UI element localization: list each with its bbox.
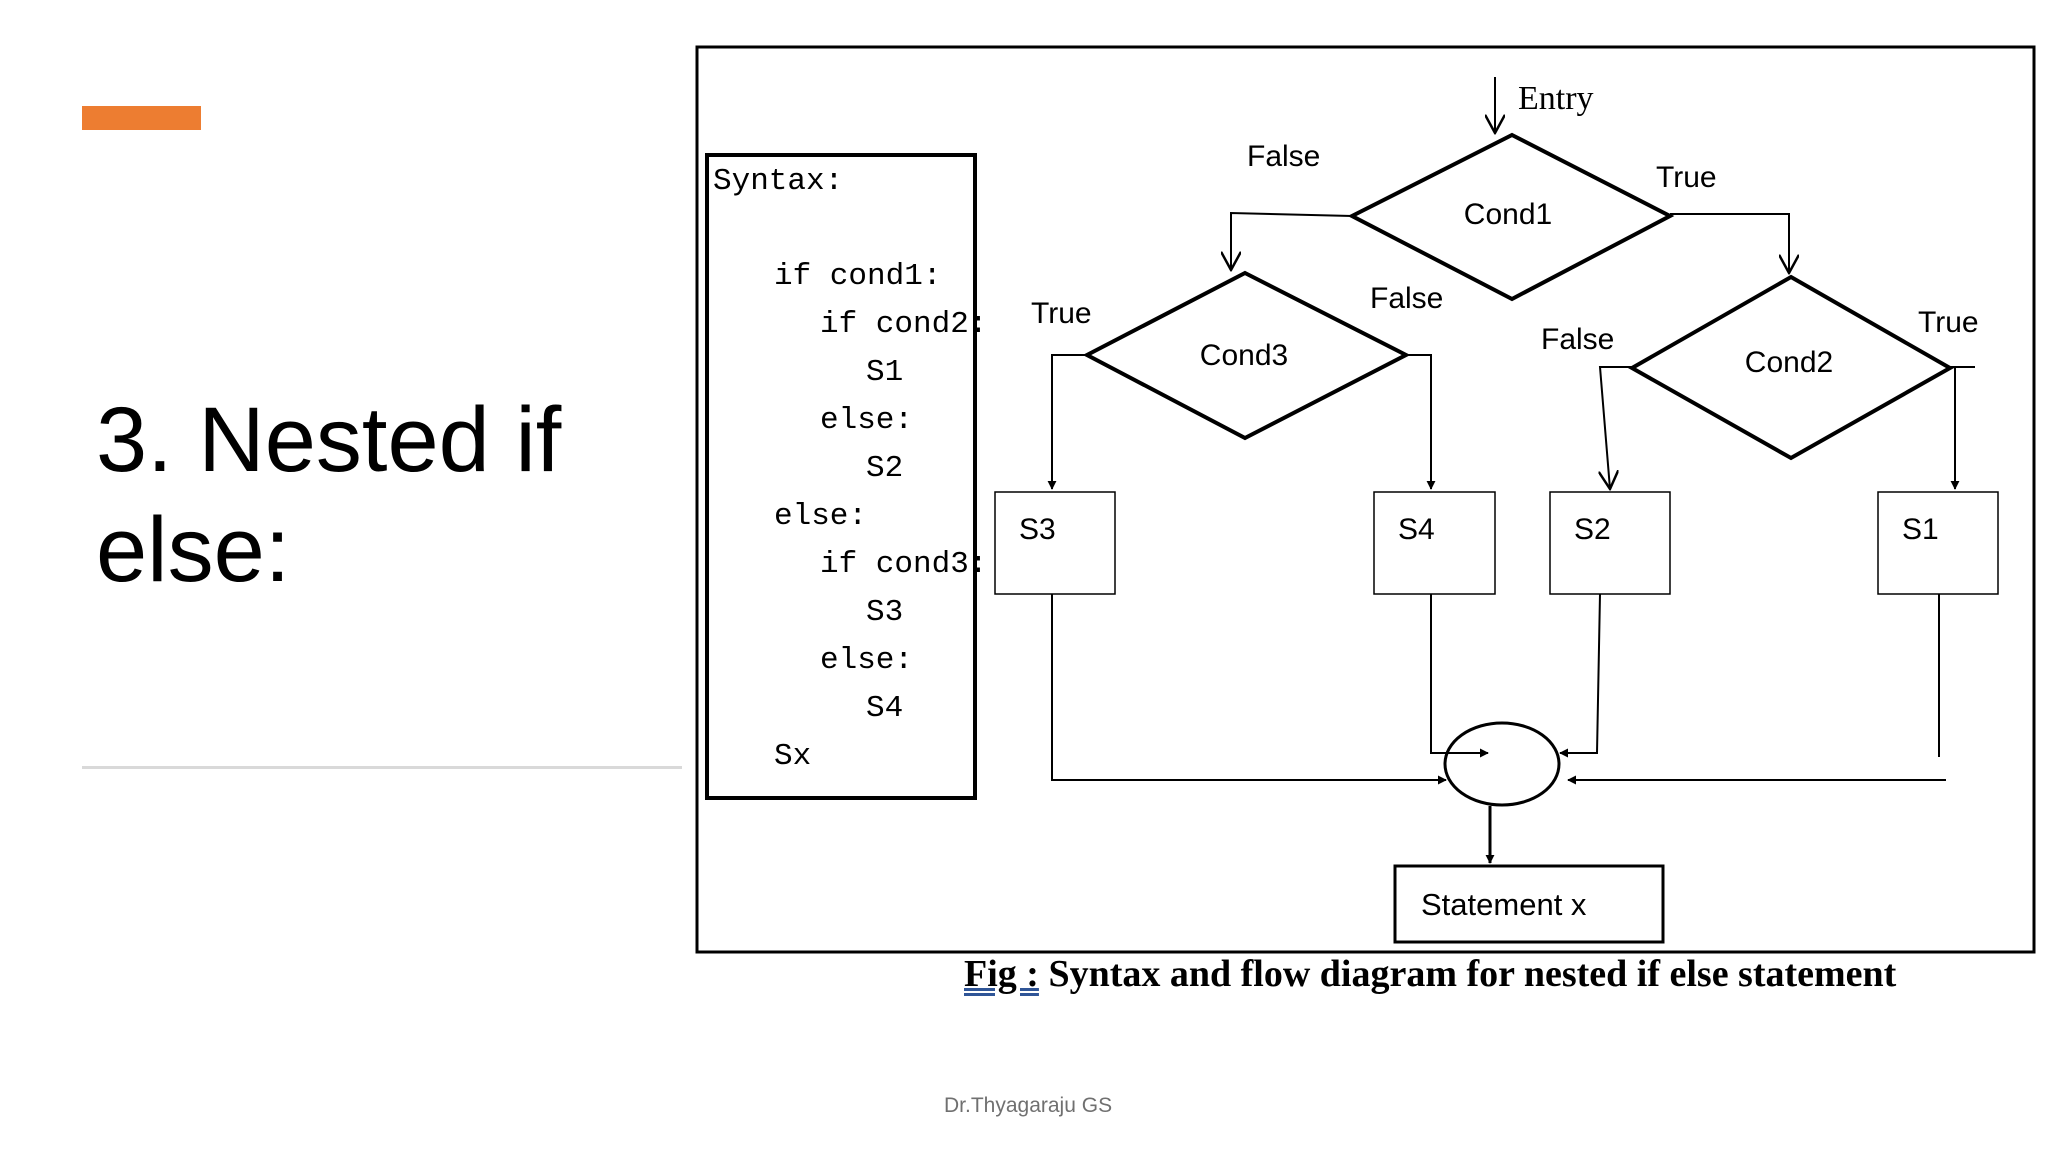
cond1-true-connector	[1670, 213, 1789, 273]
title-divider	[82, 766, 682, 769]
syntax-line: else:	[820, 643, 913, 678]
syntax-box: Syntax: if cond1: if cond2: S1 else: S2 …	[705, 153, 987, 800]
cond3-label: Cond3	[1200, 339, 1288, 372]
cond2-false-connector	[1600, 366, 1632, 489]
cond2-false-label: False	[1541, 323, 1614, 356]
cond2-true-connector	[1950, 366, 1975, 490]
syntax-line: S3	[866, 595, 903, 630]
cond3-true-label: True	[1031, 297, 1092, 330]
cond1-false-label: False	[1247, 140, 1320, 173]
syntax-line: if cond2:	[820, 307, 987, 342]
s1-label: S1	[1902, 513, 1939, 546]
s3-label: S3	[1019, 513, 1056, 546]
s3-box	[994, 491, 1116, 595]
s3-to-merge	[1051, 594, 1447, 785]
syntax-line: Sx	[774, 739, 811, 774]
s2-to-merge	[1559, 593, 1601, 758]
cond2-diamond	[1627, 274, 1955, 461]
merge-circle	[1443, 721, 1561, 807]
cond3-false-connector	[1406, 354, 1436, 490]
s2-label: S2	[1574, 513, 1611, 546]
syntax-line: else:	[820, 403, 913, 438]
footer-author: Dr.Thyagaraju GS	[944, 1094, 1113, 1117]
caption-text: Syntax and flow diagram for nested if el…	[1038, 953, 1897, 995]
syntax-heading: Syntax:	[713, 164, 843, 199]
slide-title: 3. Nested if else:	[96, 385, 696, 605]
cond3-diamond	[1082, 270, 1411, 441]
slide-title-line-2: else:	[96, 499, 291, 601]
slide-title-line-1: 3. Nested if	[96, 385, 696, 495]
s1-box	[1877, 491, 1999, 595]
syntax-line: if cond1:	[774, 259, 941, 294]
cond1-label: Cond1	[1464, 198, 1552, 231]
s2-box	[1549, 491, 1671, 595]
cond2-label: Cond2	[1745, 346, 1833, 379]
cond1-false-connector	[1231, 211, 1353, 270]
figure-caption: Fig : Syntax and flow diagram for nested…	[964, 952, 1896, 996]
statement-x-box	[1393, 864, 1665, 944]
accent-bar	[82, 106, 201, 130]
s4-label: S4	[1398, 513, 1435, 546]
statement-x-label: Statement x	[1421, 887, 1587, 922]
syntax-line: S4	[866, 691, 903, 726]
syntax-line: if cond3:	[820, 547, 987, 582]
cond1-true-label: True	[1656, 161, 1717, 194]
cond3-true-connector	[1047, 354, 1087, 490]
s4-to-merge	[1430, 594, 1489, 758]
slide-title-text-1: Nested if	[198, 389, 562, 491]
cond1-diamond	[1347, 132, 1675, 302]
syntax-line: else:	[774, 499, 867, 534]
s4-box	[1373, 491, 1496, 595]
syntax-line: S2	[866, 451, 903, 486]
slide-title-number: 3.	[96, 389, 173, 491]
figure-frame	[695, 45, 2036, 954]
caption-label: Fig :	[964, 953, 1039, 995]
cond3-false-label: False	[1370, 282, 1443, 315]
syntax-line: S1	[866, 355, 903, 390]
cond2-true-label: True	[1918, 306, 1979, 339]
entry-label: Entry	[1518, 80, 1594, 117]
